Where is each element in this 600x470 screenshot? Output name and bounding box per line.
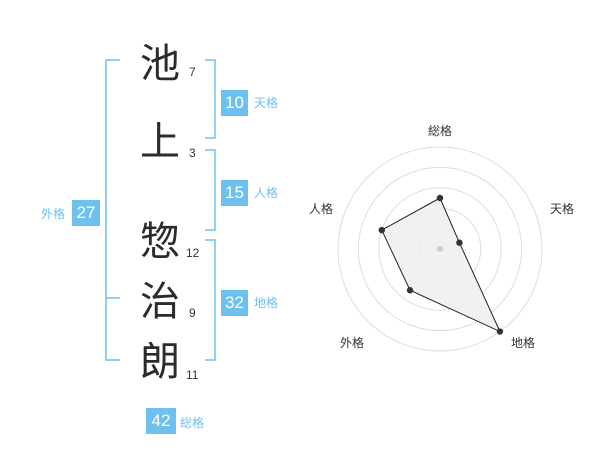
name-char-2: 上 (140, 119, 180, 165)
radar-axis-label-soukaku: 総格 (428, 124, 453, 138)
tenkaku-bracket (205, 59, 216, 139)
soukaku-label: 総格 (180, 416, 205, 430)
radar-point-1 (436, 194, 444, 202)
stroke-count-3: 12 (186, 246, 200, 260)
stroke-count-5: 11 (186, 368, 199, 382)
jinkaku-value: 15 (221, 180, 248, 206)
jinkaku-label: 人格 (254, 186, 279, 200)
chikaku-value: 32 (221, 290, 248, 316)
soukaku-value: 42 (146, 408, 176, 434)
radar-axis-label-tenkaku: 天格 (550, 202, 575, 216)
radar-point-5 (378, 226, 385, 234)
radar-point-3 (496, 328, 504, 335)
name-char-1: 池 (140, 41, 180, 87)
kaku-brackets (105, 59, 216, 361)
radar-axis-label-gaikaku: 外格 (340, 336, 365, 350)
name-char-3: 惣 (140, 219, 180, 265)
radar-ring (357, 166, 523, 332)
radar-point-2 (456, 239, 463, 246)
radar-center (437, 246, 443, 252)
stroke-count-1: 7 (189, 65, 196, 79)
gaikaku-label: 外格 (41, 207, 66, 221)
radar-axis-label-chikaku: 地格 (511, 336, 536, 350)
chikaku-label: 地格 (254, 296, 279, 310)
name-char-5: 朗 (140, 339, 180, 385)
gaikaku-bracket (105, 59, 120, 361)
tenkaku-label: 天格 (254, 96, 279, 110)
radar-point-4 (406, 287, 414, 294)
radar-chart (337, 146, 543, 352)
chikaku-bracket (205, 239, 216, 361)
stroke-count-4: 9 (189, 306, 196, 320)
stroke-count-2: 3 (189, 146, 196, 160)
radar-axis-label-jinkaku: 人格 (309, 202, 334, 216)
radar-polygon (381, 197, 501, 333)
gaikaku-value: 27 (72, 200, 100, 226)
tenkaku-value: 10 (221, 90, 248, 116)
name-char-4: 治 (140, 279, 180, 325)
radar-ring (378, 187, 502, 311)
jinkaku-bracket (205, 149, 216, 231)
